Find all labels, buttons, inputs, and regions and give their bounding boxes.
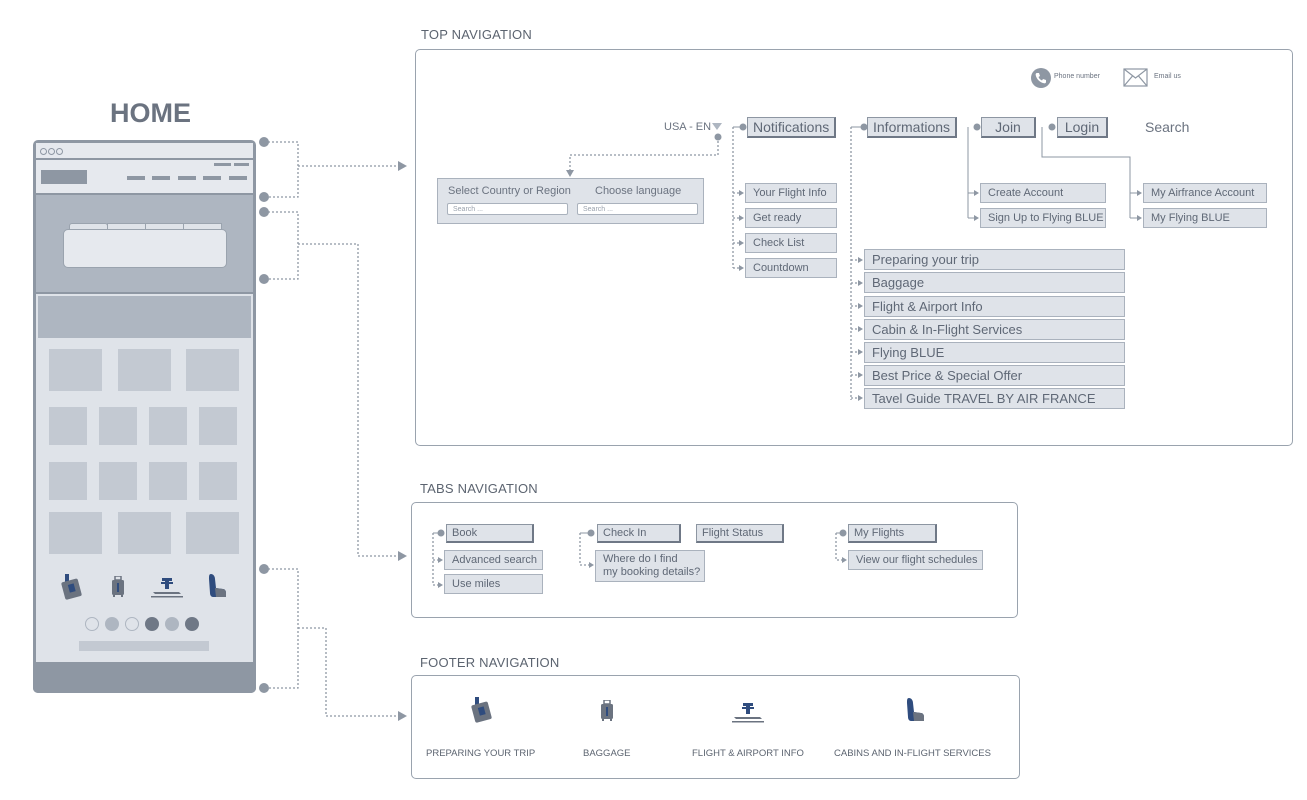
tab-flight-status[interactable]: Flight Status: [696, 524, 784, 543]
tab-my-flights[interactable]: My Flights: [848, 524, 937, 543]
booking-details-line-1: Where do I find: [603, 553, 678, 565]
select-country-label: Select Country or Region: [448, 185, 571, 197]
info-item-flying-blue[interactable]: Flying BLUE: [864, 342, 1125, 363]
tab-book[interactable]: Book: [446, 524, 534, 543]
wireframe-hero: [36, 195, 253, 292]
suitcase-icon: [112, 576, 124, 597]
search-link[interactable]: Search: [1145, 119, 1190, 135]
wireframe-content: [36, 294, 253, 662]
login-item-my-airfrance-account[interactable]: My Airfrance Account: [1143, 183, 1267, 203]
chevron-down-icon[interactable]: [712, 123, 722, 130]
passport-icon[interactable]: [470, 697, 494, 723]
informations-button[interactable]: Informations: [867, 117, 958, 138]
wireframe-footer: [33, 663, 256, 693]
airport-icon[interactable]: [732, 701, 764, 723]
info-item-best-price[interactable]: Best Price & Special Offer: [864, 365, 1125, 386]
tabs-navigation-title: TABS NAVIGATION: [420, 481, 538, 496]
home-wireframe: [33, 140, 256, 693]
country-search-input[interactable]: Search ...: [447, 203, 568, 215]
notification-item-check-list[interactable]: Check List: [745, 233, 837, 253]
suitcase-icon[interactable]: [599, 700, 615, 722]
airport-icon: [151, 578, 183, 598]
notifications-button[interactable]: Notifications: [747, 117, 837, 138]
locale-selector[interactable]: USA - EN: [664, 121, 712, 133]
seat-icon[interactable]: [905, 697, 925, 723]
info-item-travel-guide[interactable]: Tavel Guide TRAVEL BY AIR FRANCE: [864, 388, 1125, 409]
choose-language-label: Choose language: [595, 185, 682, 197]
footer-item-baggage[interactable]: BAGGAGE: [583, 748, 631, 759]
wireframe-header: [36, 160, 253, 193]
footer-item-preparing-trip[interactable]: PREPARING YOUR TRIP: [426, 748, 536, 759]
info-item-baggage[interactable]: Baggage: [864, 272, 1125, 293]
booking-details-line-2: my booking details?: [603, 566, 701, 578]
notification-item-get-ready[interactable]: Get ready: [745, 208, 837, 228]
footer-navigation-frame: [411, 675, 1020, 779]
join-item-sign-up-flying-blue[interactable]: Sign Up to Flying BLUE: [980, 208, 1106, 228]
notification-item-your-flight-info[interactable]: Your Flight Info: [745, 183, 837, 203]
country-language-panel: Select Country or Region Choose language…: [437, 178, 704, 224]
language-search-input[interactable]: Search ...: [577, 203, 698, 215]
join-button[interactable]: Join: [981, 117, 1036, 138]
notification-item-countdown[interactable]: Countdown: [745, 258, 837, 278]
email-us-link[interactable]: Email us: [1154, 73, 1181, 80]
footer-item-flight-airport[interactable]: FLIGHT & AIRPORT INFO: [692, 748, 804, 759]
login-item-my-flying-blue[interactable]: My Flying BLUE: [1143, 208, 1267, 228]
info-item-preparing-trip[interactable]: Preparing your trip: [864, 249, 1125, 270]
top-navigation-title: TOP NAVIGATION: [421, 27, 532, 42]
phone-number-link[interactable]: Phone number: [1054, 73, 1100, 80]
my-flights-item-schedules[interactable]: View our flight schedules: [848, 550, 983, 570]
join-item-create-account[interactable]: Create Account: [980, 183, 1106, 203]
book-item-advanced-search[interactable]: Advanced search: [444, 550, 543, 570]
login-button[interactable]: Login: [1057, 117, 1108, 138]
top-navigation-frame: [415, 49, 1293, 446]
phone-icon[interactable]: [1031, 68, 1051, 88]
info-item-cabin-services[interactable]: Cabin & In-Flight Services: [864, 319, 1125, 340]
footer-navigation-title: FOOTER NAVIGATION: [420, 655, 560, 670]
email-icon[interactable]: [1123, 68, 1148, 87]
seat-icon: [209, 574, 226, 597]
browser-bar: [36, 143, 253, 158]
footer-item-cabins-services[interactable]: CABINS AND IN-FLIGHT SERVICES: [834, 748, 991, 759]
tab-check-in[interactable]: Check In: [597, 524, 681, 543]
info-item-flight-airport[interactable]: Flight & Airport Info: [864, 296, 1125, 317]
home-title: HOME: [110, 98, 191, 128]
book-item-use-miles[interactable]: Use miles: [444, 574, 543, 594]
check-in-item-booking-details[interactable]: Where do I find my booking details?: [595, 550, 705, 582]
passport-icon: [61, 574, 82, 600]
